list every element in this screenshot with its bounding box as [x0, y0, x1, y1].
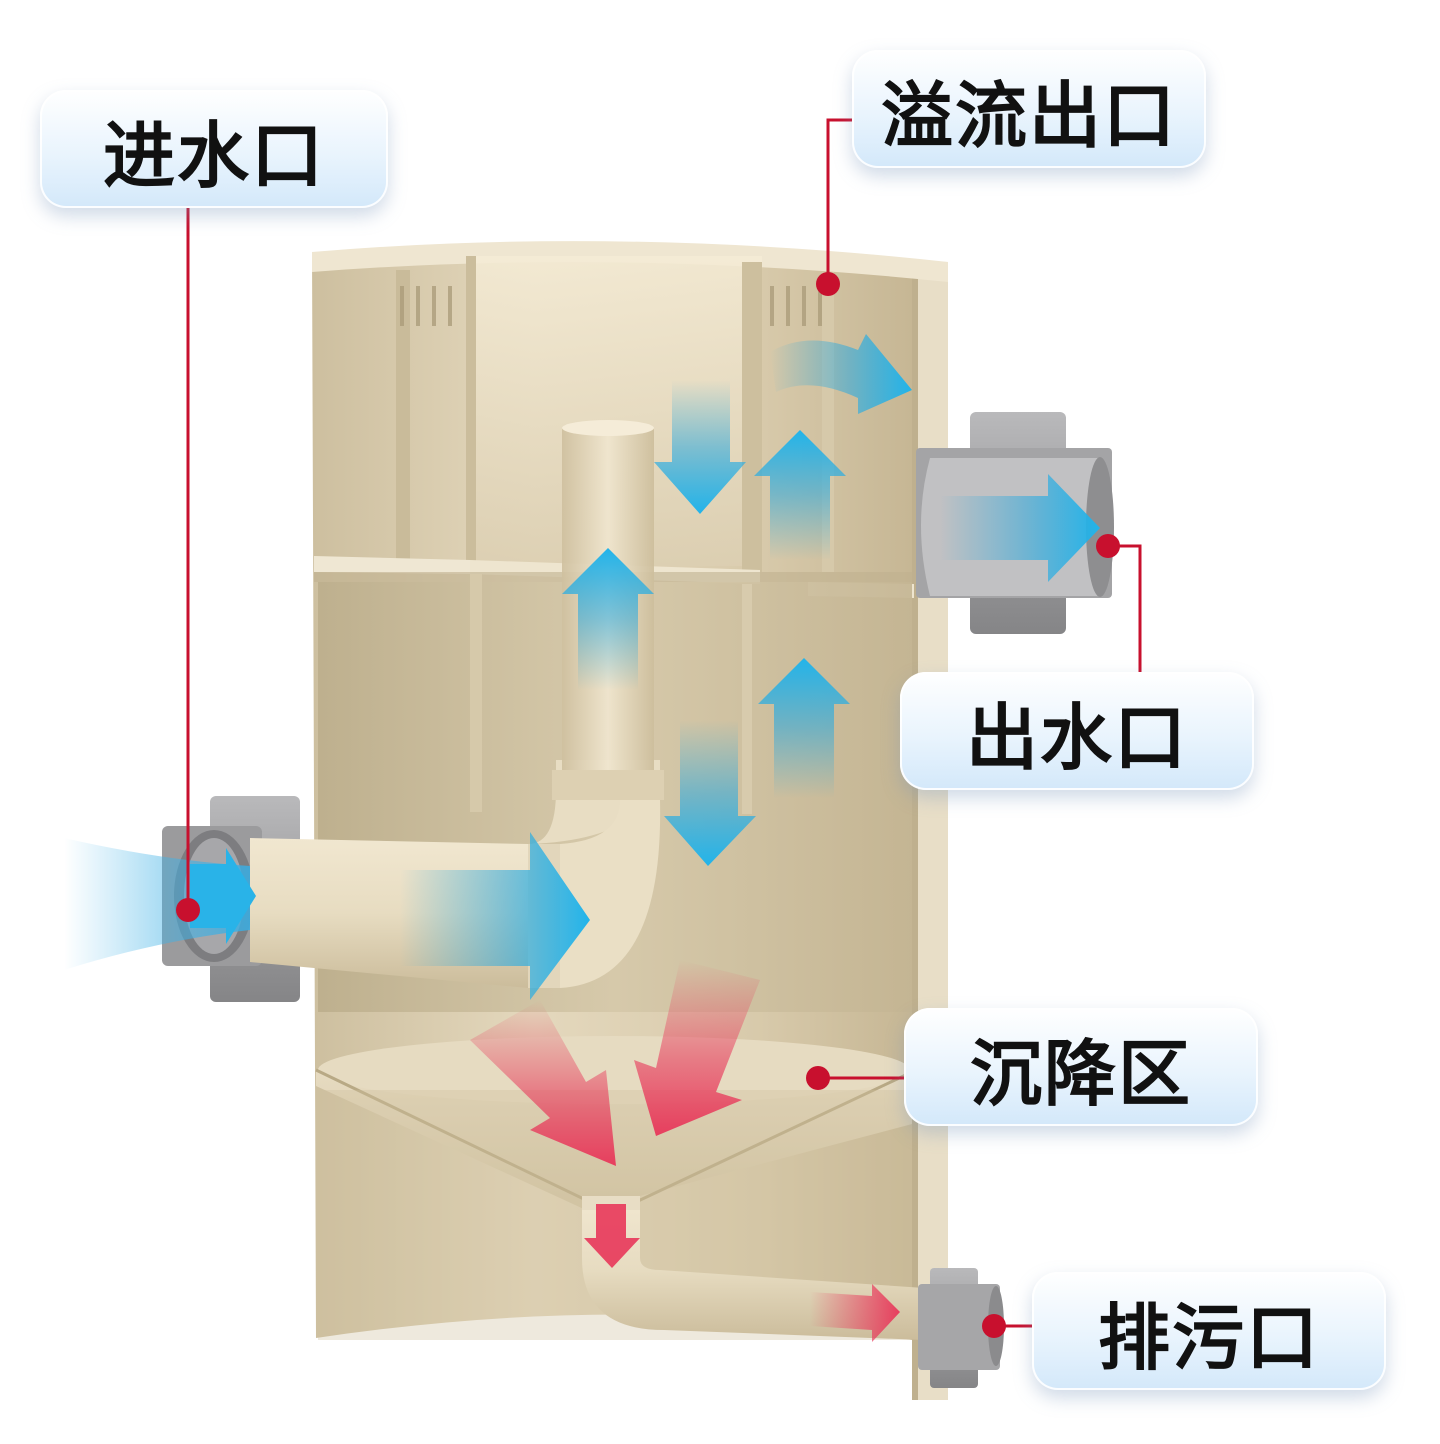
label-drain: 排污口	[1032, 1272, 1386, 1390]
sediment-flow-arrows	[470, 960, 900, 1342]
label-overflow-outlet: 溢流出口	[852, 50, 1206, 168]
water-flow-arrows	[64, 334, 1100, 1000]
inlet-arrow	[190, 848, 256, 944]
riser-up-arrow	[562, 548, 654, 690]
downflow-arrow-top	[654, 380, 746, 514]
sediment-arrow-drain	[584, 1204, 640, 1268]
marker-dots	[176, 272, 1120, 1338]
leader-overflow	[826, 118, 852, 284]
sediment-arrow-right	[634, 960, 760, 1136]
label-settling-zone: 沉降区	[904, 1008, 1258, 1126]
outlet-arrow	[940, 474, 1100, 582]
marker-inlet	[176, 898, 200, 922]
upflow-arrow-right-lower	[758, 658, 850, 798]
upflow-arrow-right-upper	[754, 430, 846, 560]
label-inlet: 进水口	[40, 90, 388, 208]
sediment-arrow-drain-out	[810, 1284, 900, 1342]
marker-outlet	[1096, 534, 1120, 558]
marker-settling	[806, 1066, 830, 1090]
pipe-flow-arrow	[400, 832, 590, 1000]
sediment-arrow-left	[470, 1000, 616, 1166]
leader-outlet	[1110, 544, 1142, 672]
marker-overflow	[816, 272, 840, 296]
downflow-arrow-middle	[664, 720, 756, 866]
label-outlet: 出水口	[900, 672, 1254, 790]
marker-drain	[982, 1314, 1006, 1338]
overflow-arrow	[770, 334, 912, 414]
